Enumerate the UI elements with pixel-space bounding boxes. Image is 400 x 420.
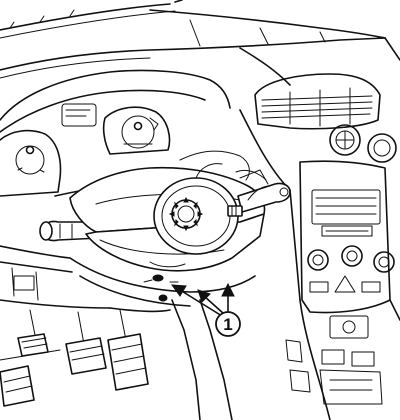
air-vents — [254, 73, 397, 163]
center-console — [239, 109, 400, 420]
dashboard-top — [0, 9, 400, 86]
callout-1: 1 — [215, 311, 241, 337]
callout-arrows — [170, 282, 235, 317]
fastener-screws — [143, 274, 179, 302]
callout-1-label: 1 — [223, 315, 232, 334]
clock-spring — [153, 163, 243, 255]
lower-dash — [0, 245, 233, 420]
pedals — [0, 309, 149, 407]
windshield-edge — [0, 0, 183, 39]
